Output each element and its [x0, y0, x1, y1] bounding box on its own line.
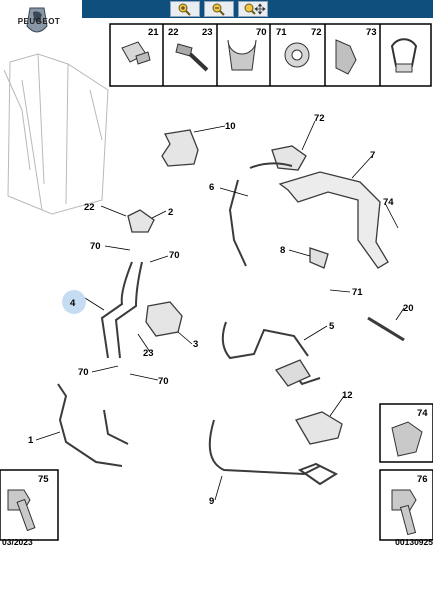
- side-part-icons: [7, 421, 423, 536]
- header-num-70: 70: [256, 27, 267, 38]
- zoom-in-icon: [178, 3, 191, 16]
- peugeot-lion-logo: [26, 7, 48, 33]
- callout-12[interactable]: 12: [342, 390, 353, 401]
- zoom-out-button[interactable]: [204, 1, 234, 17]
- pan-button[interactable]: [238, 1, 268, 17]
- zoom-out-icon: [212, 3, 225, 16]
- brand-name: PEUGEOT: [17, 17, 61, 26]
- callout-70-a[interactable]: 70: [90, 241, 101, 252]
- callout-70-c[interactable]: 70: [78, 367, 89, 378]
- callout-5[interactable]: 5: [329, 321, 335, 332]
- callout-8[interactable]: 8: [280, 245, 285, 256]
- callout-20[interactable]: 20: [403, 303, 414, 314]
- callout-1[interactable]: 1: [28, 435, 34, 446]
- zoom-in-button[interactable]: [170, 1, 200, 17]
- callout-23[interactable]: 23: [143, 348, 154, 359]
- exhaust-filter-sketch: [3, 53, 109, 215]
- callout-3[interactable]: 3: [193, 339, 198, 350]
- callout-71[interactable]: 71: [352, 287, 363, 298]
- parts-line-art: [57, 129, 405, 486]
- header-num-23: 23: [202, 27, 213, 38]
- pan-icon: [244, 3, 266, 15]
- footer-date: 03/2023: [2, 537, 33, 547]
- header-num-72: 72: [311, 27, 322, 38]
- header-part-icons: [121, 38, 418, 75]
- callout-70-d[interactable]: 70: [158, 376, 169, 387]
- header-num-22: 22: [168, 27, 179, 38]
- side-num-74: 74: [417, 408, 428, 419]
- callout-74[interactable]: 74: [383, 197, 394, 208]
- header-num-73: 73: [366, 27, 377, 38]
- header-part-numbers: 21 22 23 70 71 72 73: [148, 27, 377, 38]
- callout-7[interactable]: 7: [370, 150, 375, 161]
- header-num-21: 21: [148, 27, 159, 38]
- callout-9[interactable]: 9: [209, 496, 214, 507]
- callout-72[interactable]: 72: [314, 113, 325, 124]
- viewer-toolbar: [82, 0, 433, 18]
- highlight-part-4[interactable]: [62, 290, 86, 314]
- callout-6[interactable]: 6: [209, 182, 214, 193]
- callout-70-b[interactable]: 70: [169, 250, 180, 261]
- side-part-boxes: [0, 403, 433, 541]
- footer-ref: 00130925: [395, 537, 433, 547]
- callout-22[interactable]: 22: [84, 202, 95, 213]
- side-num-75: 75: [38, 474, 49, 485]
- callout-10[interactable]: 10: [225, 121, 236, 132]
- header-parts-strip: [109, 23, 432, 87]
- leader-lines: [35, 120, 405, 501]
- header-num-71: 71: [276, 27, 287, 38]
- side-num-76: 76: [417, 474, 428, 485]
- callout-2[interactable]: 2: [168, 207, 173, 218]
- callout-4[interactable]: 4: [70, 298, 76, 309]
